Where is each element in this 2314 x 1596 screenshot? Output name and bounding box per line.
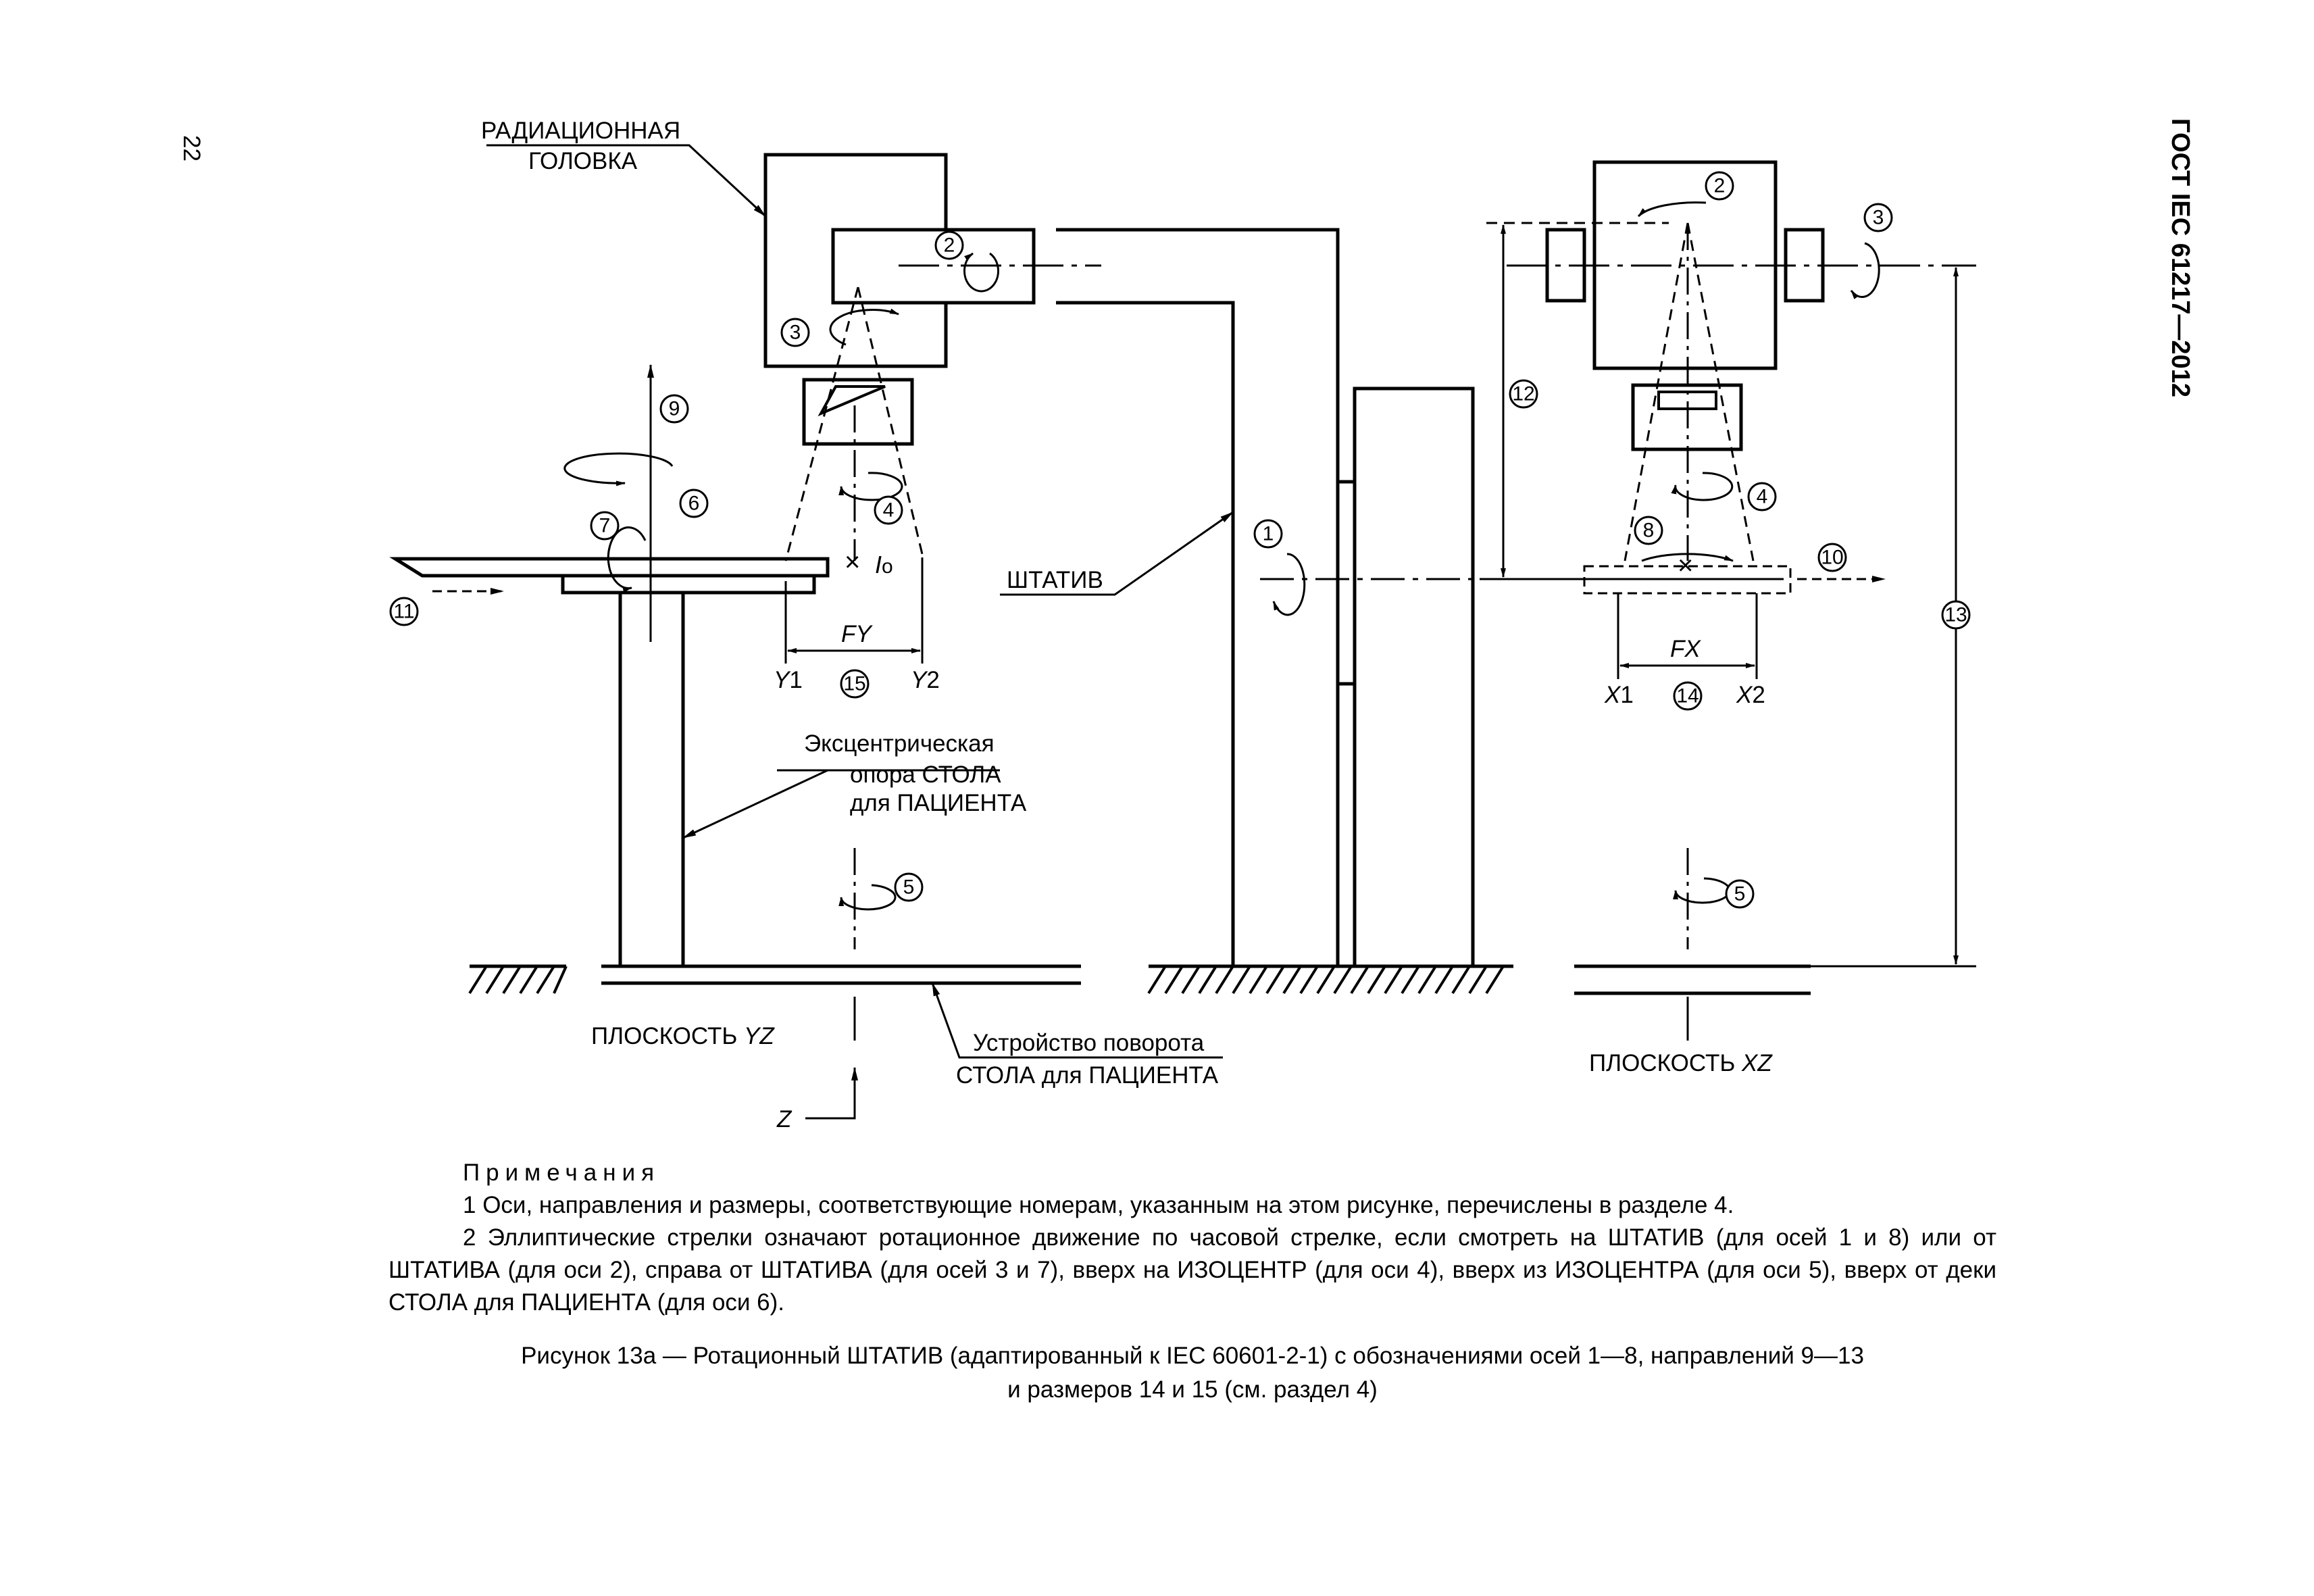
svg-text:15: 15 <box>843 673 865 695</box>
z-label: Z <box>776 1106 793 1132</box>
note-1: 1 Оси, направления и размеры, соответств… <box>463 1192 1734 1218</box>
svg-text:6: 6 <box>688 493 700 515</box>
y1-label: Y1 <box>774 667 803 693</box>
eccentric-support-label-1: Эксцентрическая <box>804 730 995 757</box>
svg-text:2: 2 <box>1714 175 1726 197</box>
page-number: 22 <box>178 135 205 161</box>
svg-text:7: 7 <box>599 515 611 537</box>
axis-lines-xz <box>1486 222 1976 1041</box>
fy-label: FY <box>841 621 873 647</box>
gantry-arm <box>1056 228 1340 966</box>
svg-text:12: 12 <box>1512 383 1534 405</box>
isocenter-label: Io <box>875 551 893 578</box>
svg-text:4: 4 <box>1757 486 1768 508</box>
svg-text:11: 11 <box>393 601 414 623</box>
plane-xz-label: ПЛОСКОСТЬ XZ <box>1589 1050 1773 1076</box>
x2-label: X2 <box>1736 682 1765 708</box>
svg-text:4: 4 <box>883 499 895 522</box>
rotation-arrows-xz <box>1637 201 1880 904</box>
svg-text:3: 3 <box>790 322 801 344</box>
svg-text:8: 8 <box>1643 520 1655 542</box>
rotation-arrows-yz <box>563 252 1306 911</box>
figure-caption: Рисунок 13а — Ротационный ШТАТИВ (адапти… <box>388 1339 1996 1407</box>
plane-yz-label: ПЛОСКОСТЬ YZ <box>591 1023 775 1049</box>
eccentric-support-label-2: опора СТОЛА <box>850 762 1001 788</box>
gantry-arm-inner <box>1056 301 1235 966</box>
isocenter-mark-xz: × <box>1678 551 1693 580</box>
wedge-filter <box>818 385 886 417</box>
leader-lines-yz <box>486 144 1234 1059</box>
rotation-device-label-1: Устройство поворота <box>973 1030 1205 1056</box>
gantry-stand <box>1353 386 1475 968</box>
radiation-head-label-1: РАДИАЦИОННАЯ <box>481 118 680 144</box>
svg-text:2: 2 <box>944 234 955 257</box>
x1-label: X1 <box>1604 682 1634 708</box>
z-axis-arrow <box>805 1067 858 1120</box>
callout-numbers: 2 3 9 6 7 4 11 15 1 5 2 3 12 4 8 10 13 1… <box>393 175 1967 905</box>
svg-text:14: 14 <box>1676 685 1699 707</box>
y2-label: Y2 <box>911 667 940 693</box>
svg-text:1: 1 <box>1263 523 1274 545</box>
svg-text:5: 5 <box>1734 883 1746 905</box>
caption-line-1: Рисунок 13а — Ротационный ШТАТИВ (адапти… <box>521 1343 1864 1369</box>
svg-text:9: 9 <box>669 398 680 420</box>
svg-text:13: 13 <box>1944 604 1967 626</box>
notes-block: Примечания 1 Оси, направления и размеры,… <box>388 1157 1996 1319</box>
fx-label: FX <box>1670 636 1701 662</box>
svg-text:3: 3 <box>1873 207 1884 229</box>
radiation-head-label-2: ГОЛОВКА <box>528 148 638 174</box>
floor-hatch-gantry <box>1147 965 1505 995</box>
callout-circles <box>389 171 1971 909</box>
svg-text:5: 5 <box>903 876 915 899</box>
rotation-device-label-2: СТОЛА для ПАЦИЕНТА <box>956 1062 1219 1089</box>
table-support-plate <box>561 574 816 595</box>
note-2: 2 Эллиптические стрелки означают ротацио… <box>388 1224 1996 1316</box>
floor-hatch-left <box>468 965 568 995</box>
eccentric-support-label-3: для ПАЦИЕНТА <box>850 790 1027 816</box>
gantry-label: ШТАТИВ <box>1007 567 1103 593</box>
axis-lines-yz <box>784 264 1520 1041</box>
caption-line-2: и размеров 14 и 15 (см. раздел 4) <box>1007 1376 1378 1403</box>
svg-text:10: 10 <box>1821 547 1843 569</box>
collimator <box>802 378 914 446</box>
field-plane-xz <box>1583 565 1792 595</box>
yz-plane-view <box>389 153 1513 985</box>
table-top <box>389 557 830 578</box>
notes-title: Примечания <box>463 1159 661 1186</box>
standard-designation: ГОСТ IEC 61217—2012 <box>2166 118 2194 397</box>
isocenter-mark-yz: × <box>845 547 860 577</box>
